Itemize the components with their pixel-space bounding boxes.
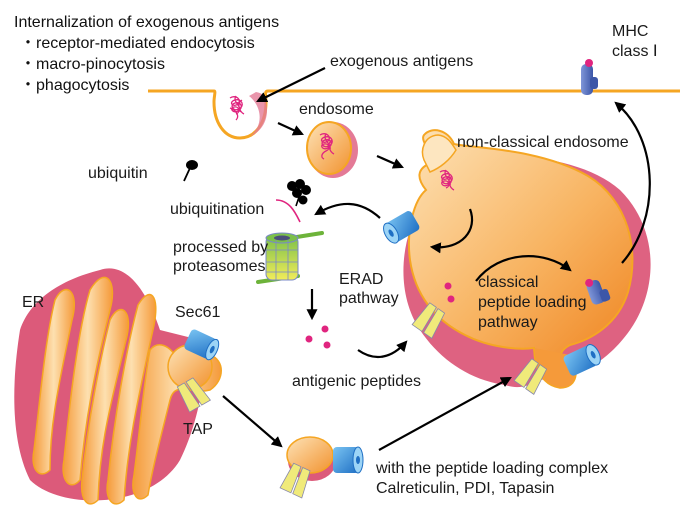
label-plc-line1: with the peptide loading complex xyxy=(376,460,609,477)
label-classical-line1: classical xyxy=(478,274,539,291)
tap-transporter-er xyxy=(176,377,211,413)
peptide-dot xyxy=(305,335,313,343)
label-exogenous-antigens: exogenous antigens xyxy=(330,53,474,70)
label-classical-line3: pathway xyxy=(478,314,538,331)
label-erad-line1: ERAD xyxy=(339,271,384,288)
label-ubiquitination: ubiquitination xyxy=(170,201,265,218)
arrow-peptides-to-tap xyxy=(357,340,408,359)
label-er: ER xyxy=(22,294,45,311)
pit-antigen-icon xyxy=(229,95,245,121)
sec61-channel-vesicle-bottom xyxy=(563,343,601,376)
arrow-plc-to-vesicle xyxy=(378,376,512,451)
proteasome-icon xyxy=(256,231,324,284)
route-item: receptor-mediated endocytosis xyxy=(14,33,279,54)
label-erad-line2: pathway xyxy=(339,290,399,307)
label-classical-line2: peptide loading xyxy=(478,294,587,311)
route-item: phagocytosis xyxy=(14,75,279,96)
ubiquitin-chain-icon xyxy=(275,179,311,223)
label-mhc-line1: MHC xyxy=(612,23,649,40)
sec61-channel-er xyxy=(184,329,220,361)
peptide-dot xyxy=(444,282,452,290)
endoplasmic-reticulum xyxy=(14,268,222,505)
route-item: macro-pinocytosis xyxy=(14,54,279,75)
arrow-er-to-plc-vesicle xyxy=(222,395,283,448)
label-non-classical-endosome: non-classical endosome xyxy=(457,134,629,151)
label-sec61: Sec61 xyxy=(175,304,221,321)
label-plc-line2: Calreticulin, PDI, Tapasin xyxy=(376,480,555,497)
internalization-list: Internalization of exogenous antigens re… xyxy=(14,12,279,96)
peptide-loading-complex-vesicle xyxy=(279,436,364,499)
arrow-classical-pathway xyxy=(475,255,572,282)
endosome xyxy=(306,121,358,178)
arrow-sec61-to-proteasome xyxy=(314,202,381,219)
mhc-class-i-vesicle xyxy=(585,278,611,305)
tap-transporter-vesicle-bottom xyxy=(513,358,548,395)
label-processed-line2: proteasomes xyxy=(173,258,266,275)
label-ubiquitin: ubiquitin xyxy=(88,165,148,182)
label-tap: TAP xyxy=(183,421,213,438)
arrow-to-mhc-surface xyxy=(614,101,651,264)
arrow-endosome-to-nonclassical xyxy=(376,154,405,169)
label-mhc-line2: class Ⅰ xyxy=(612,43,658,60)
arrow-nonclassical-internal xyxy=(429,208,473,254)
sec61-channel-vesicle xyxy=(383,211,420,244)
ubiquitin-icon xyxy=(183,160,198,182)
label-processed-line1: processed by xyxy=(173,239,269,256)
tap-transporter-vesicle xyxy=(411,302,446,339)
mhc-class-i-surface xyxy=(581,59,598,95)
arrow-pit-to-endosome xyxy=(277,122,304,136)
non-classical-endosome xyxy=(403,129,651,389)
peptide-dot xyxy=(321,325,329,333)
label-endosome: endosome xyxy=(299,101,374,118)
peptide-dot xyxy=(323,341,331,349)
label-antigenic-peptides: antigenic peptides xyxy=(292,373,421,390)
diagram-title: Internalization of exogenous antigens xyxy=(14,14,280,31)
peptide-dot xyxy=(447,295,455,303)
plasma-membrane xyxy=(148,89,680,140)
